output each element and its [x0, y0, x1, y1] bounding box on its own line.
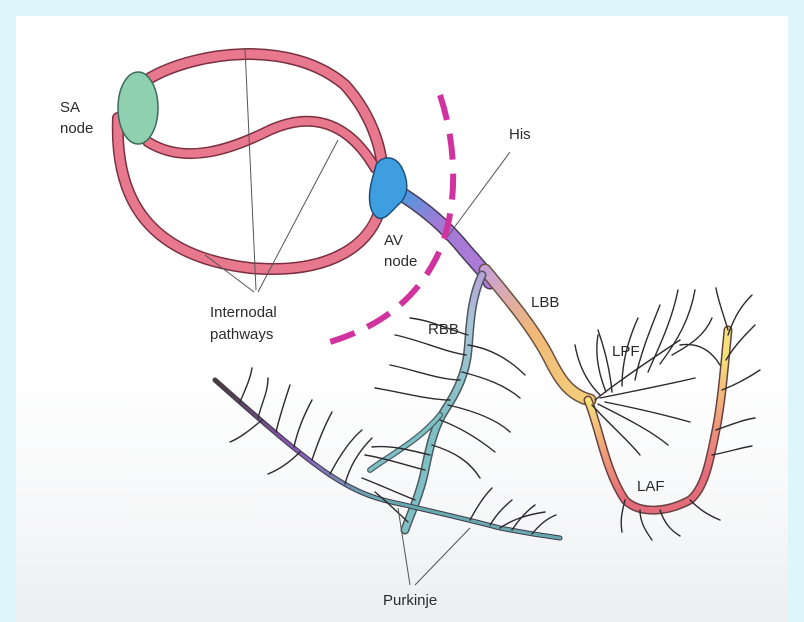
av-node-shape: [370, 158, 407, 219]
lbb-label: LBB: [531, 294, 559, 311]
lpf-label: LPF: [612, 343, 640, 360]
purkinje-label: Purkinje: [383, 592, 437, 609]
av-node-label-line1: AV: [384, 232, 403, 249]
rbb-label: RBB: [428, 321, 459, 338]
av-node-label-line2: node: [384, 253, 417, 270]
sa-node-shape: [118, 72, 158, 144]
sa-node-label-line1: SA: [60, 99, 80, 116]
laf-label: LAF: [637, 478, 665, 495]
sa-node-label-line2: node: [60, 120, 93, 137]
his-label: His: [509, 126, 531, 143]
internodal-label-line2: pathways: [210, 326, 273, 343]
internodal-label-line1: Internodal: [210, 304, 277, 321]
